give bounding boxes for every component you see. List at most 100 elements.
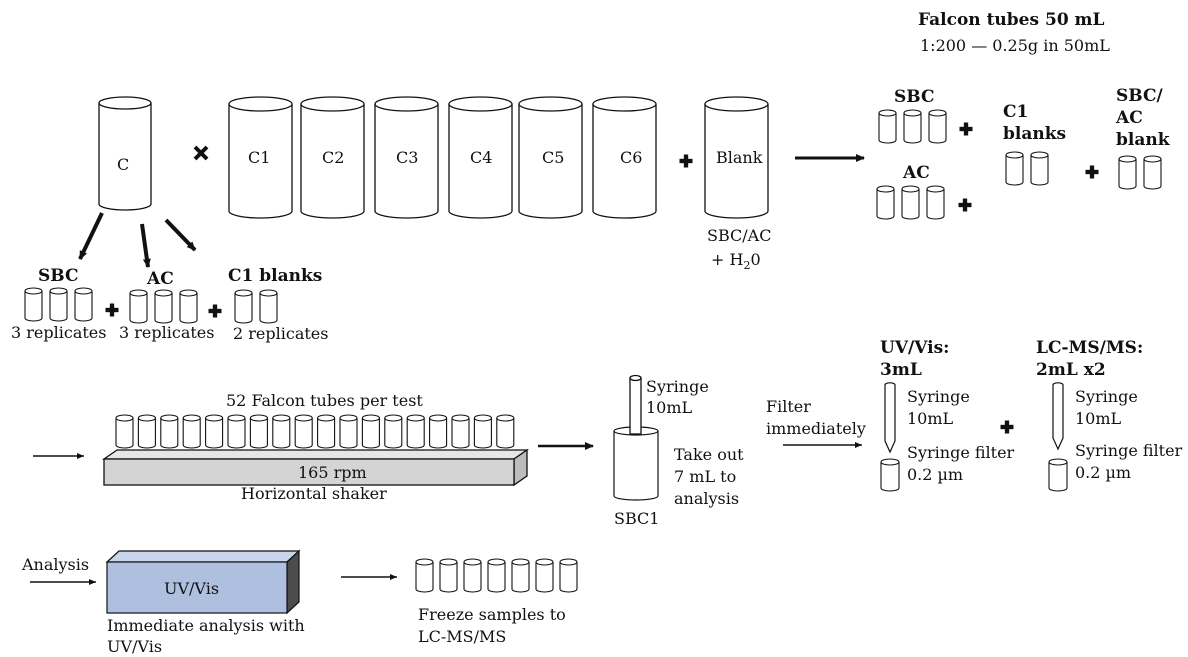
instrument-caption-1: Immediate analysis with [107, 616, 305, 635]
tube-shaker [205, 414, 224, 449]
tube-right-sbcac-blank [1118, 155, 1137, 190]
take-out-1: Take out [674, 445, 744, 464]
lcms-filter-1: Syringe filter [1075, 441, 1183, 460]
filter-label-1: Filter [766, 397, 811, 416]
column-label-c5: C5 [542, 148, 564, 167]
lcms-filter-2: 0.2 µm [1075, 463, 1131, 482]
right-sbc-label: SBC [894, 87, 935, 107]
column-label-c2: C2 [322, 148, 344, 167]
right-ac-label: AC [902, 163, 930, 183]
uvvis-syringe-icon [884, 382, 896, 454]
tube-shaker [429, 414, 448, 449]
plus-icon [959, 122, 973, 136]
tube-uvvis-filtered [880, 458, 900, 492]
plus-icon [105, 303, 119, 317]
tube-shaker [384, 414, 403, 449]
column-c5 [518, 96, 583, 219]
multiply-icon [193, 145, 209, 161]
instrument-label: UV/Vis [164, 579, 219, 598]
tube-shaker [317, 414, 336, 449]
lcms-head-2: 2mL x2 [1036, 360, 1106, 380]
column-label-blank: Blank [716, 148, 763, 167]
tube-shaker [272, 414, 291, 449]
shaker-count-label: 52 Falcon tubes per test [226, 391, 423, 410]
tube-right-c1-blank [1030, 151, 1049, 186]
tube-shaker [294, 414, 313, 449]
tube-left-c1-blank [234, 289, 253, 324]
uvvis-filter-2: 0.2 µm [907, 465, 963, 484]
lcms-head-1: LC-MS/MS: [1036, 338, 1143, 358]
column-c2 [300, 96, 365, 219]
tube-shaker [182, 414, 201, 449]
column-label-c3: C3 [396, 148, 418, 167]
tube-shaker [361, 414, 380, 449]
tube-right-sbcac-blank [1143, 155, 1162, 190]
tube-right-ac [876, 185, 895, 220]
tube-right-sbc [903, 109, 922, 144]
tube-freeze [415, 558, 434, 593]
uvvis-head-2: 3mL [880, 360, 922, 380]
column-c3 [374, 96, 439, 219]
lcms-syringe-1: Syringe [1075, 387, 1138, 406]
horizontal-shaker [101, 448, 530, 487]
take-out-2: 7 mL to [674, 467, 736, 486]
syringe-in-tube [629, 374, 642, 435]
tube-left-sbc [24, 287, 43, 322]
plus-icon [1000, 420, 1014, 434]
shaker-rpm: 165 rpm [298, 463, 367, 482]
column-label-c4: C4 [470, 148, 492, 167]
tube-sbc1 [613, 426, 659, 501]
right-c1-label-1: C1 [1003, 102, 1028, 122]
tube-left-c1-blank [259, 289, 278, 324]
left-ac-replicates: 3 replicates [119, 323, 214, 342]
blank-note-line2: + H20 [711, 250, 761, 272]
tube-shaker [115, 414, 134, 449]
left-sbc-replicates: 3 replicates [11, 323, 106, 342]
column-c1 [228, 96, 293, 219]
column-label-c6: C6 [620, 148, 642, 167]
tube-left-sbc [74, 287, 93, 322]
arrow-to-c1-blanks [164, 218, 197, 252]
tube-freeze [535, 558, 554, 593]
right-sbcac-label-1: SBC/ [1116, 86, 1163, 106]
sbc1-tube-label: SBC1 [614, 509, 659, 528]
left-ac-label: AC [146, 269, 174, 289]
tube-right-c1-blank [1005, 151, 1024, 186]
uvvis-syringe-1: Syringe [907, 387, 970, 406]
left-c1-blanks-label: C1 blanks [228, 266, 322, 286]
tube-right-ac [926, 185, 945, 220]
falcon-tubes [24, 109, 1162, 593]
tube-shaker [451, 414, 470, 449]
tube-right-sbc [878, 109, 897, 144]
tube-left-sbc [49, 287, 68, 322]
uvvis-filter-1: Syringe filter [907, 443, 1015, 462]
column-c4 [448, 96, 513, 219]
plus-icon [958, 198, 972, 212]
tube-shaker [473, 414, 492, 449]
uvvis-syringe-2: 10mL [907, 409, 954, 428]
syringe-label-2: 10mL [646, 398, 693, 417]
tube-freeze [511, 558, 530, 593]
tube-freeze [559, 558, 578, 593]
concentration-columns [98, 96, 769, 219]
blank-note-line1: SBC/AC [707, 226, 771, 245]
lcms-syringe-icon [1052, 382, 1064, 451]
left-sbc-label: SBC [38, 266, 79, 286]
tube-shaker [496, 414, 515, 449]
syringe-label-1: Syringe [646, 377, 709, 396]
tube-left-ac [154, 289, 173, 324]
tube-right-ac [901, 185, 920, 220]
right-c1-label-2: blanks [1003, 124, 1066, 144]
column-c [98, 96, 152, 211]
take-out-3: analysis [674, 489, 739, 508]
column-blank [704, 96, 769, 219]
filter-label-2: immediately [766, 419, 866, 438]
arrow-to-ac [140, 223, 151, 268]
left-c1-replicates: 2 replicates [233, 324, 328, 343]
plus-icon [1085, 165, 1099, 179]
instrument-caption-2: UV/Vis [107, 637, 162, 656]
header-title: Falcon tubes 50 mL [918, 10, 1105, 30]
tube-freeze [463, 558, 482, 593]
right-sbcac-label-3: blank [1116, 130, 1171, 150]
